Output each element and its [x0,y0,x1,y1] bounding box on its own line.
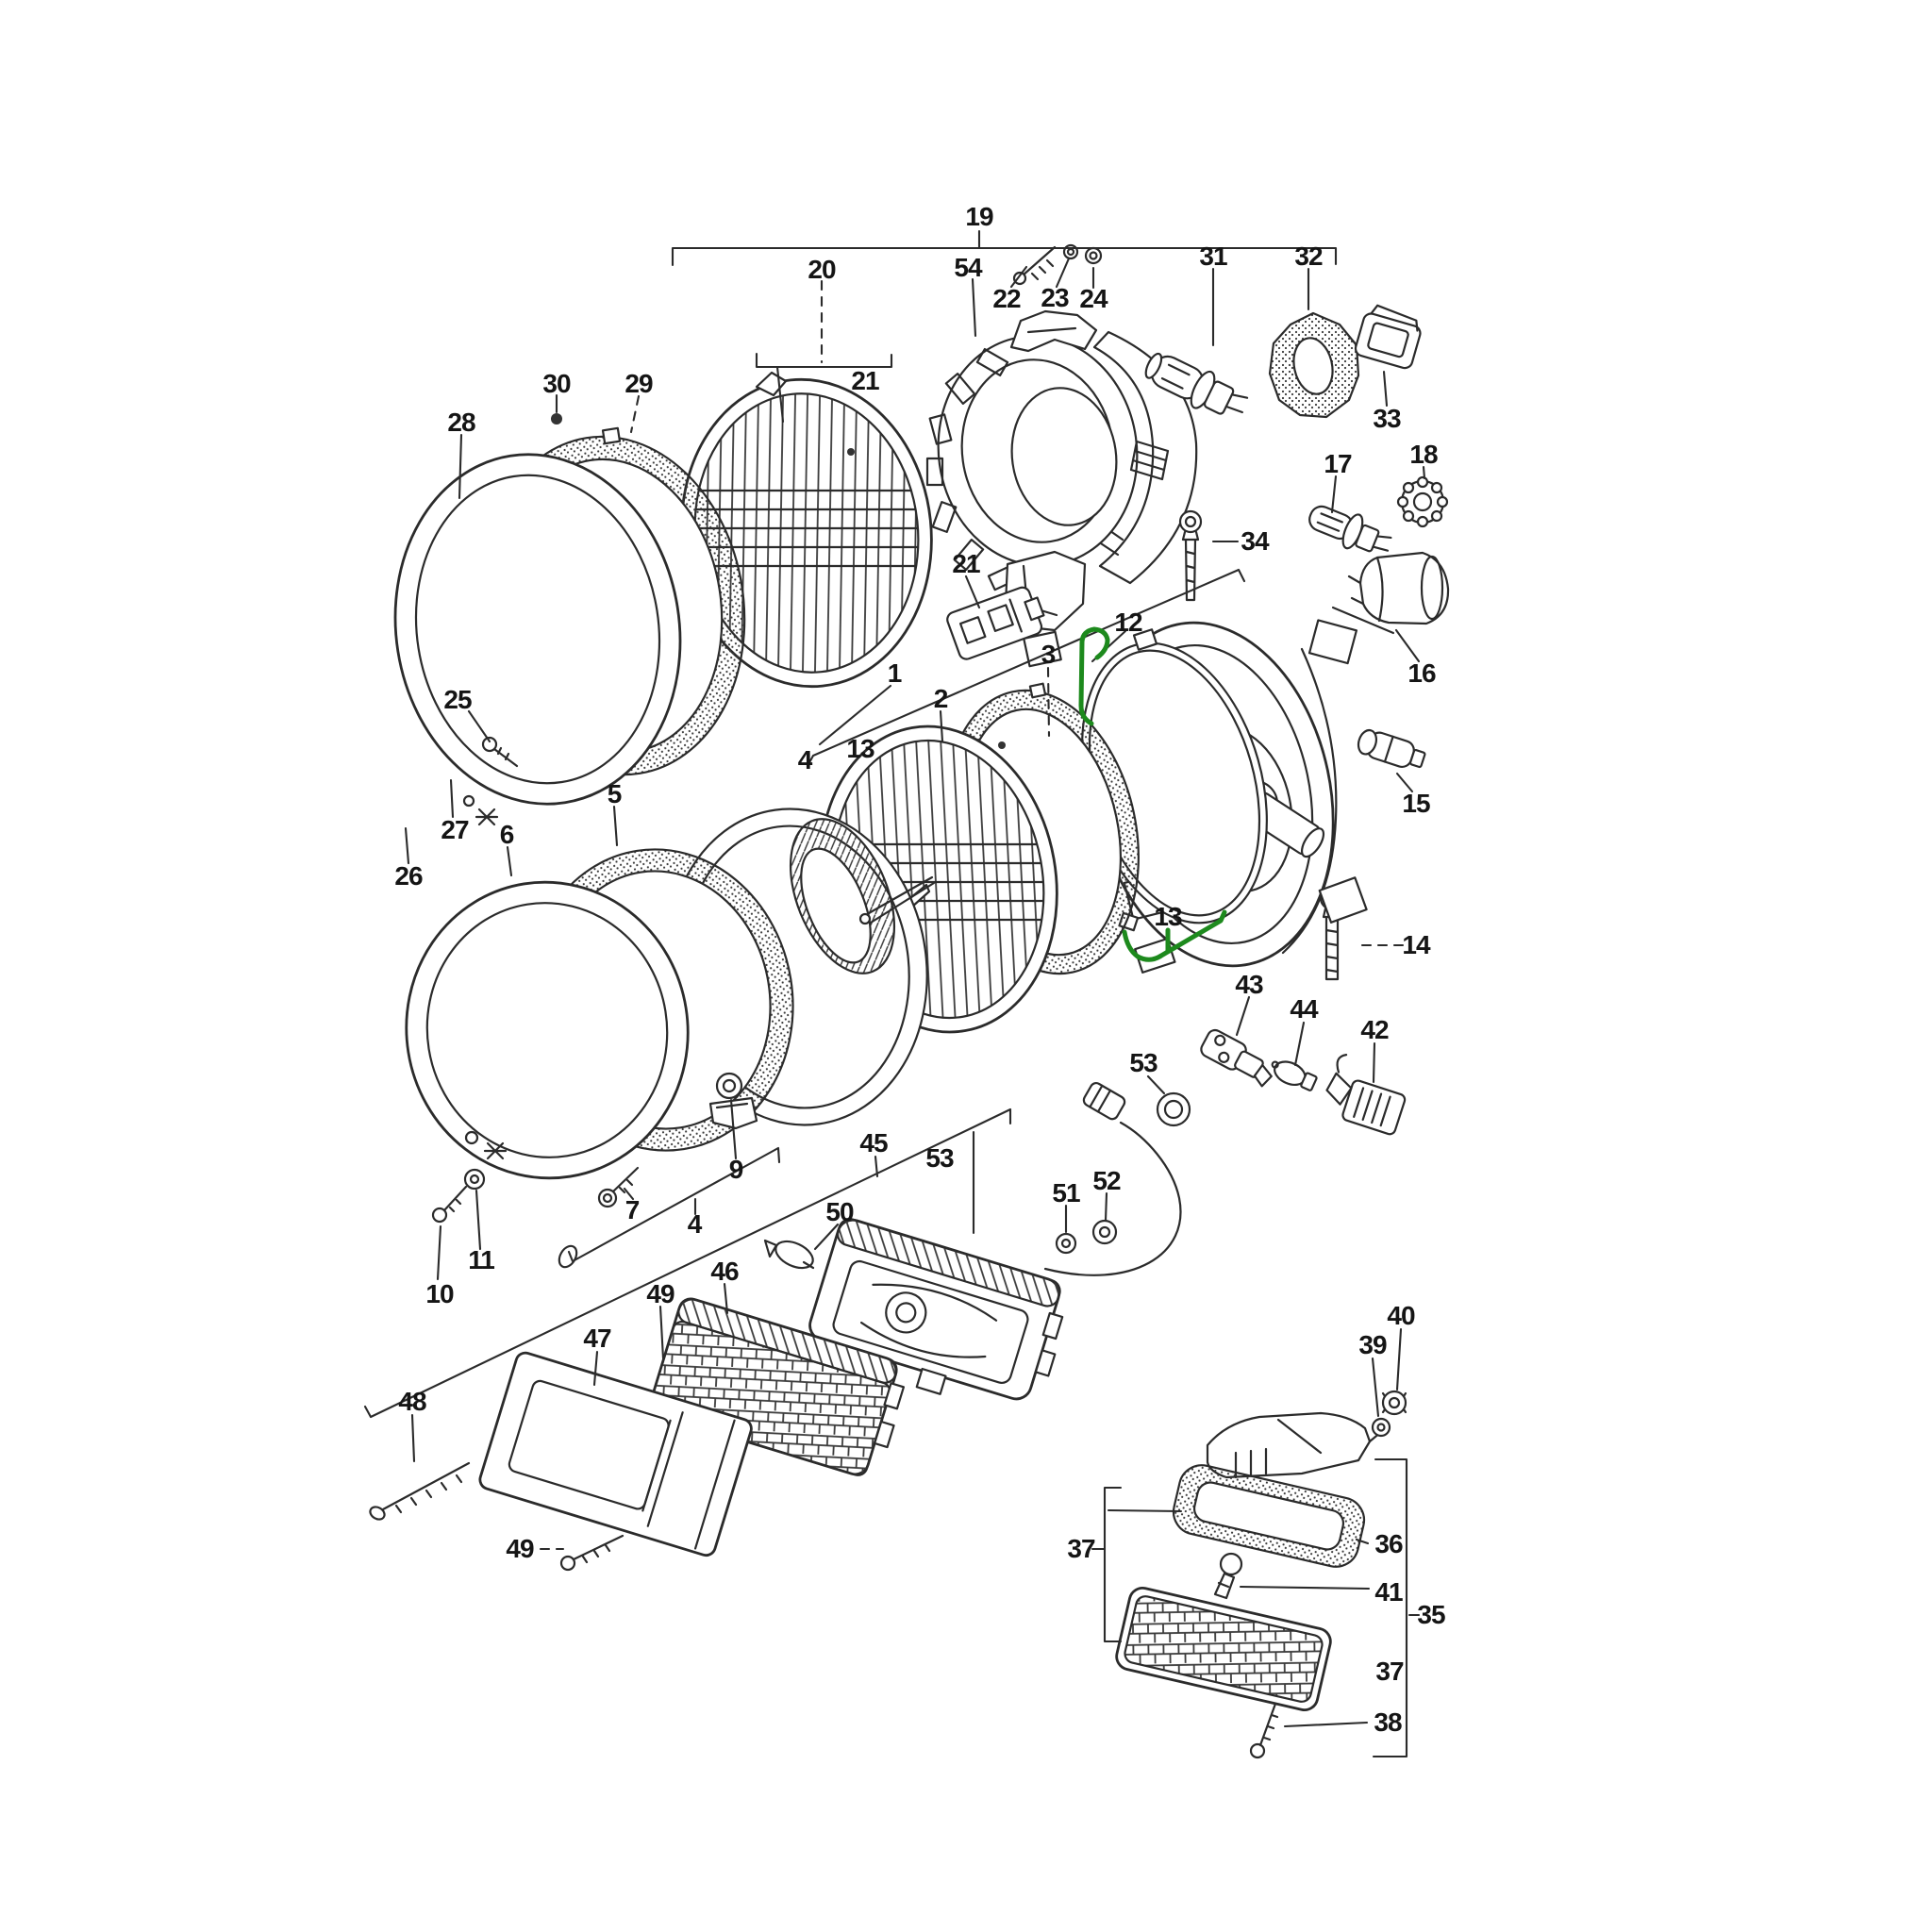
leader-line [475,1189,482,1251]
leader-line [458,433,463,500]
bulb-50 [763,1239,815,1270]
leader-line [1395,1327,1403,1391]
leader-line [410,1413,416,1463]
fog-housing-47 [478,1351,753,1557]
connector-42 [1325,1054,1407,1136]
washer-51 [1055,1232,1077,1255]
leader-line [1372,1457,1408,1758]
bulb-44 [1271,1060,1318,1091]
highlight-bracket-part-13 [1122,909,1227,962]
grommet-32 [1268,311,1360,419]
leader-line [813,1223,840,1251]
connector-33 [1354,304,1422,370]
leader-line [1382,370,1389,408]
trim-ring-6 [405,880,690,1180]
screw-49 [559,1534,625,1572]
leader-line [1146,1074,1166,1095]
leader-line [567,1146,781,1263]
grommet-9 [708,1072,758,1130]
screw-48 [369,1461,471,1521]
leader-line [1283,1721,1369,1728]
knurled-nut-18 [1396,475,1449,528]
leader-line [1330,475,1338,514]
leader-line [1107,1508,1183,1513]
washer-11 [463,1168,486,1191]
leader-line [363,1108,1012,1419]
leader-line [1371,1357,1380,1418]
highlight-bracket-part-12 [1078,626,1110,726]
leader-line [1046,666,1051,738]
wire-53 [1043,1121,1182,1276]
leader-lines [363,229,1426,1758]
bulb-17 [1308,505,1392,553]
leader-line [506,845,513,877]
spring [1129,440,1170,481]
nut-40 [1381,1390,1407,1416]
leader-line [939,709,944,743]
leader-line [1355,1538,1370,1545]
leader-line [629,394,641,434]
adjusting-screw-22 [1012,245,1057,286]
leader-line [1009,265,1028,289]
nut-52 [1091,1219,1118,1245]
screw-10 [431,1185,468,1224]
washer-39 [1371,1417,1391,1438]
bulb-socket-15 [1357,728,1426,769]
turn-signal-housing [1206,1411,1387,1479]
leader-line [1055,257,1071,289]
turn-signal-lens-37 [1115,1586,1332,1712]
leader-line [449,778,455,819]
leader-line [612,805,619,847]
bulb-socket-53 [1082,1081,1191,1127]
leader-line [1331,606,1395,635]
bucket-slots [925,347,1021,591]
leader-line [1235,995,1251,1037]
leader-line [1239,1585,1371,1591]
highlight-brackets [1078,626,1227,962]
leader-line [436,1224,442,1281]
leader-line [723,1282,729,1315]
leader-line [404,826,410,865]
speed-nut [483,1141,508,1160]
speed-nut [475,808,499,826]
leader-line [775,365,785,424]
nut-24 [1084,246,1103,265]
leader-line [671,246,1338,267]
headlight-mounting-bucket [925,243,1198,668]
leader-line [971,277,977,338]
rubber-boot-16 [1347,551,1450,625]
leader-line [592,1350,599,1387]
screw-7 [597,1166,640,1208]
leader-line [1103,1486,1123,1643]
leader-line [467,709,491,743]
leader-line [1293,1021,1306,1067]
leader-line [1395,772,1414,793]
bulb-41 [1213,1552,1243,1600]
screw-25 [481,736,519,768]
leader-line [1104,1191,1108,1223]
adjuster-block-21 [946,586,1045,660]
leader-line [658,1305,665,1360]
leader-line [818,684,892,746]
screw-34 [1178,509,1203,602]
turn-signal-seal-36 [1172,1464,1366,1568]
leader-line [1394,628,1421,663]
leader-line [874,1155,879,1178]
leader-line [806,568,1246,768]
bulb-holder-43 [1200,1028,1273,1088]
screw-38 [1249,1702,1279,1759]
leader-line [964,575,981,609]
ball-stud-30 [551,413,562,425]
retaining-bracket-54 [1009,309,1098,353]
leader-line [623,1187,635,1201]
leader-line [729,1098,738,1160]
leader-line [755,352,893,369]
bulb-31 [1144,352,1249,415]
trim-ring-28 [393,453,682,826]
